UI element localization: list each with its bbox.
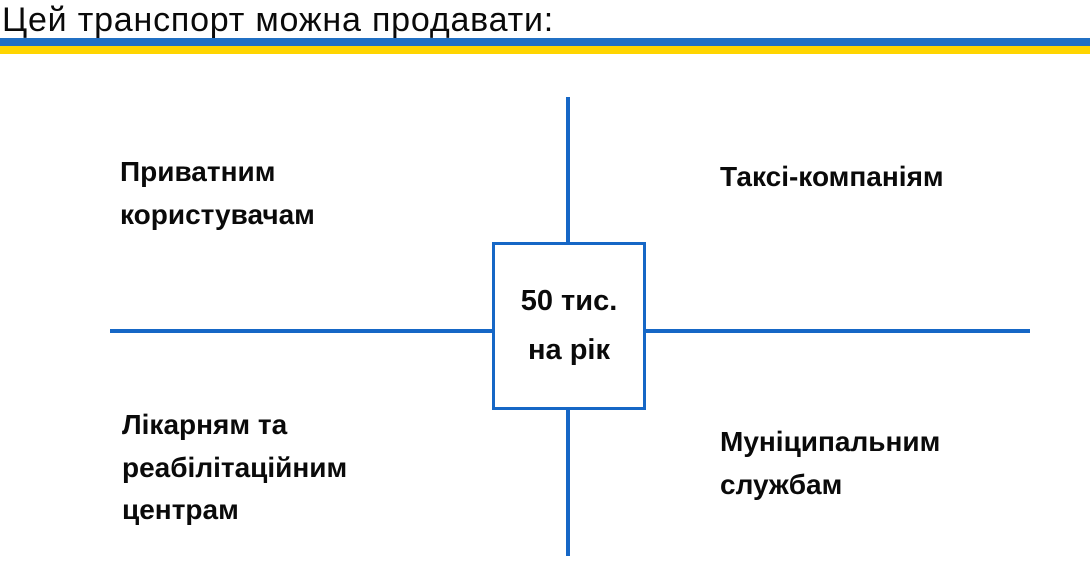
quadrant-label-municipal-services: Муніципальним службам — [720, 426, 941, 500]
connector-horizontal-right — [645, 329, 1030, 333]
flag-stripe-yellow — [0, 46, 1090, 54]
connector-vertical-bottom — [566, 407, 570, 556]
flag-stripe-blue — [0, 38, 1090, 46]
center-value-amount: 50 тис. — [520, 284, 618, 317]
quadrant-label-private-users: Приватним користувачам — [120, 156, 315, 230]
connector-horizontal-left — [110, 329, 493, 333]
center-value-period: на рік — [528, 334, 610, 366]
quadrant-label-hospitals-rehab-centers: Лікарням та реабілітаційним центрам — [122, 409, 348, 526]
slide-title: Цей транспорт можна продавати: — [2, 1, 555, 39]
center-value-box: 50 тис. на рік — [492, 242, 646, 410]
quadrant-label-taxi-companies: Таксі-компаніям — [720, 161, 944, 192]
connector-vertical-top — [566, 97, 570, 243]
